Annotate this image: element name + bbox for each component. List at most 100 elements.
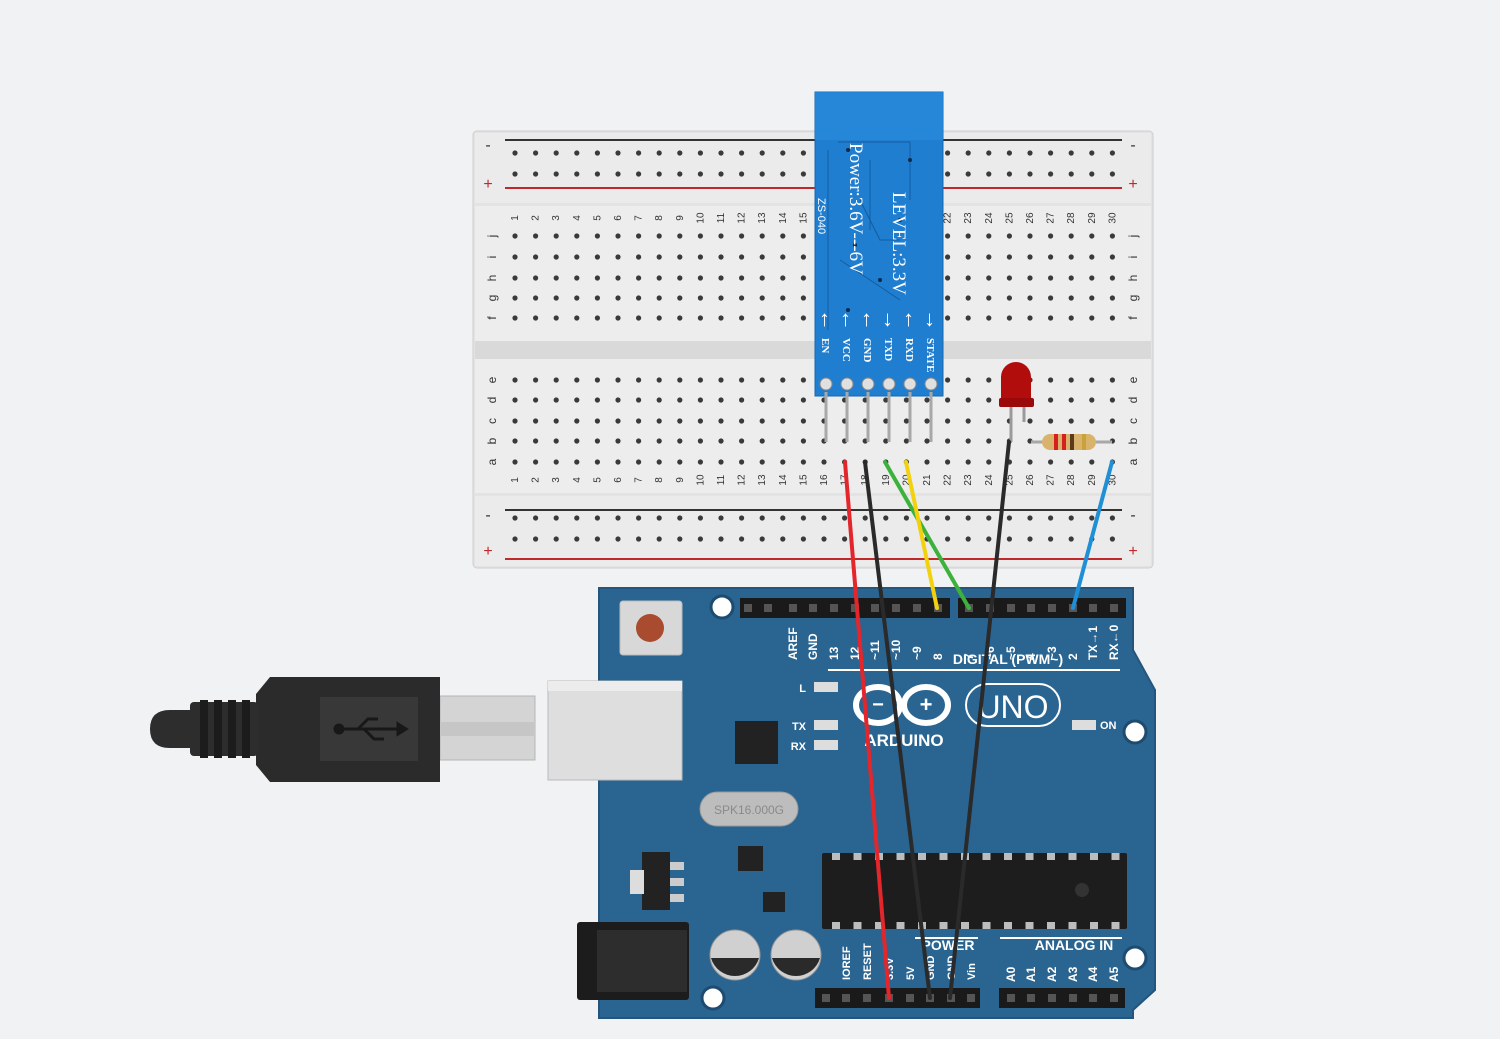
digital-socket[interactable] (1048, 604, 1056, 612)
breadboard-hole[interactable] (656, 418, 662, 424)
rail-hole[interactable] (842, 536, 848, 542)
breadboard-hole[interactable] (1068, 233, 1074, 239)
breadboard-hole[interactable] (594, 438, 601, 444)
breadboard-hole[interactable] (1006, 275, 1013, 281)
rail-hole[interactable] (1048, 515, 1054, 521)
breadboard-hole[interactable] (574, 377, 580, 383)
rail-hole[interactable] (553, 536, 559, 542)
digital-socket[interactable] (1007, 604, 1015, 612)
breadboard-hole[interactable] (780, 377, 786, 383)
rail-hole[interactable] (862, 536, 868, 542)
rail-hole[interactable] (1048, 536, 1054, 542)
breadboard-hole[interactable] (800, 418, 807, 424)
breadboard-hole[interactable] (780, 397, 786, 403)
breadboard-hole[interactable] (553, 459, 559, 465)
breadboard-hole[interactable] (574, 295, 580, 301)
breadboard-hole[interactable] (780, 315, 786, 321)
rail-hole[interactable] (965, 171, 971, 177)
rail-hole[interactable] (1109, 515, 1115, 521)
rail-hole[interactable] (615, 536, 621, 542)
breadboard-hole[interactable] (780, 254, 786, 260)
breadboard-hole[interactable] (615, 438, 621, 444)
breadboard-hole[interactable] (739, 254, 745, 260)
breadboard-hole[interactable] (821, 459, 827, 465)
breadboard-hole[interactable] (553, 315, 559, 321)
breadboard-hole[interactable] (1048, 377, 1054, 383)
rail-hole[interactable] (739, 536, 745, 542)
breadboard-hole[interactable] (1068, 377, 1074, 383)
breadboard-hole[interactable] (759, 254, 765, 260)
rail-hole[interactable] (718, 515, 724, 521)
breadboard-hole[interactable] (656, 377, 662, 383)
rail-hole[interactable] (718, 150, 724, 156)
breadboard-hole[interactable] (759, 295, 765, 301)
digital-socket[interactable] (830, 604, 838, 612)
rail-hole[interactable] (1027, 515, 1033, 521)
breadboard-hole[interactable] (1089, 315, 1095, 321)
digital-socket[interactable] (892, 604, 900, 612)
breadboard-hole[interactable] (553, 397, 559, 403)
rail-hole[interactable] (1048, 171, 1054, 177)
breadboard-hole[interactable] (1109, 418, 1115, 424)
breadboard-hole[interactable] (677, 397, 683, 403)
breadboard-hole[interactable] (512, 397, 518, 403)
wire-resistor-to-pin2[interactable] (1071, 460, 1114, 610)
breadboard-hole[interactable] (697, 254, 704, 260)
rail-hole[interactable] (594, 536, 601, 542)
rail-hole[interactable] (1048, 150, 1054, 156)
rail-hole[interactable] (883, 536, 889, 542)
rail-hole[interactable] (1089, 171, 1095, 177)
analog-socket[interactable] (1069, 994, 1077, 1002)
rail-hole[interactable] (800, 171, 807, 177)
breadboard-hole[interactable] (1027, 315, 1033, 321)
rail-hole[interactable] (759, 515, 765, 521)
rail-hole[interactable] (533, 515, 539, 521)
rail-hole[interactable] (1068, 150, 1074, 156)
breadboard-hole[interactable] (574, 397, 580, 403)
wire-gnd-to-gnd[interactable] (863, 460, 932, 1000)
breadboard-hole[interactable] (1027, 254, 1033, 260)
wire-vcc-to-5v[interactable] (843, 460, 891, 1000)
breadboard-hole[interactable] (800, 275, 807, 281)
digital-socket[interactable] (789, 604, 797, 612)
breadboard-hole[interactable] (718, 459, 724, 465)
breadboard-hole[interactable] (780, 418, 786, 424)
breadboard-hole[interactable] (718, 254, 724, 260)
digital-socket[interactable] (871, 604, 879, 612)
breadboard-hole[interactable] (1089, 397, 1095, 403)
breadboard-hole[interactable] (1048, 418, 1054, 424)
breadboard-hole[interactable] (533, 275, 539, 281)
breadboard-hole[interactable] (1027, 418, 1033, 424)
breadboard-hole[interactable] (594, 315, 601, 321)
breadboard-hole[interactable] (615, 418, 621, 424)
breadboard-hole[interactable] (1048, 233, 1054, 239)
breadboard-hole[interactable] (945, 418, 951, 424)
rail-hole[interactable] (656, 515, 662, 521)
breadboard-hole[interactable] (553, 295, 559, 301)
breadboard-hole[interactable] (986, 418, 992, 424)
rail-hole[interactable] (986, 150, 992, 156)
digital-socket[interactable] (744, 604, 752, 612)
breadboard-hole[interactable] (615, 377, 621, 383)
breadboard-hole[interactable] (924, 459, 930, 465)
breadboard-hole[interactable] (945, 459, 951, 465)
rail-hole[interactable] (697, 171, 704, 177)
rail-hole[interactable] (965, 515, 971, 521)
rail-hole[interactable] (636, 515, 642, 521)
power-socket[interactable] (967, 994, 975, 1002)
breadboard-hole[interactable] (1109, 233, 1115, 239)
rail-hole[interactable] (1089, 515, 1095, 521)
breadboard-hole[interactable] (512, 295, 518, 301)
rail-hole[interactable] (1089, 150, 1095, 156)
resistor[interactable] (1031, 434, 1112, 450)
breadboard-hole[interactable] (800, 377, 807, 383)
breadboard-hole[interactable] (739, 295, 745, 301)
rail-hole[interactable] (656, 150, 662, 156)
breadboard-hole[interactable] (780, 438, 786, 444)
rail-hole[interactable] (677, 150, 683, 156)
breadboard-hole[interactable] (1109, 275, 1115, 281)
analog-socket[interactable] (1027, 994, 1035, 1002)
rail-hole[interactable] (800, 150, 807, 156)
breadboard-hole[interactable] (553, 233, 559, 239)
